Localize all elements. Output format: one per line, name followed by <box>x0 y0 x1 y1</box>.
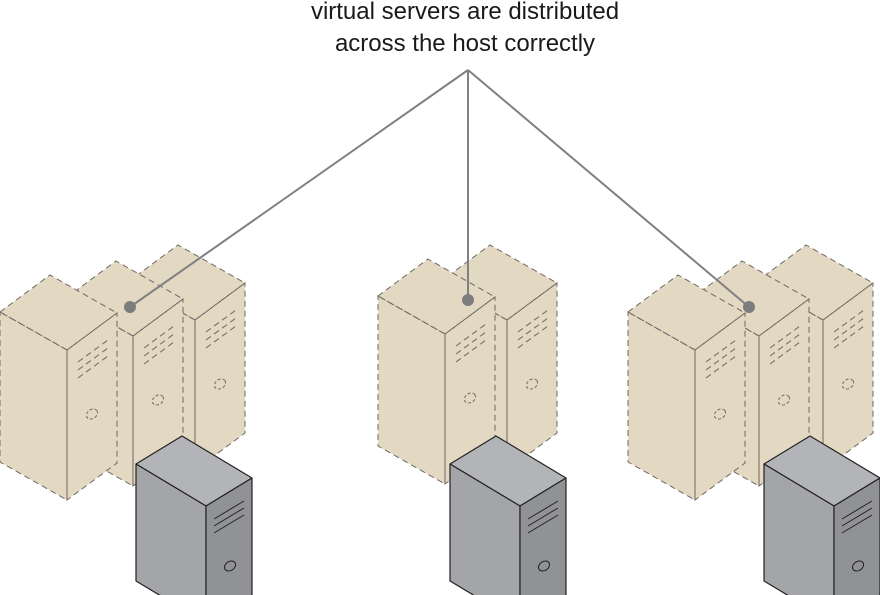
connector-dot-1 <box>124 301 136 313</box>
physical-server-3 <box>763 435 880 595</box>
caption-line-2: across the host correctly <box>334 30 596 57</box>
connector-line-3 <box>467 69 750 308</box>
host-group-3 <box>627 244 880 595</box>
virtual-server-3c <box>627 274 746 501</box>
host-group-1 <box>0 244 253 595</box>
caption-line-1: virtual servers are distributed <box>310 0 620 25</box>
connector-line-1 <box>129 69 469 308</box>
connector-dot-2 <box>462 294 474 306</box>
diagram-caption: virtual servers are distributed across t… <box>240 0 690 60</box>
connector-lines <box>129 69 750 308</box>
physical-server-2 <box>449 435 567 595</box>
connector-dot-3 <box>743 301 755 313</box>
virtual-server-1c <box>0 274 118 501</box>
physical-server-1 <box>135 435 253 595</box>
